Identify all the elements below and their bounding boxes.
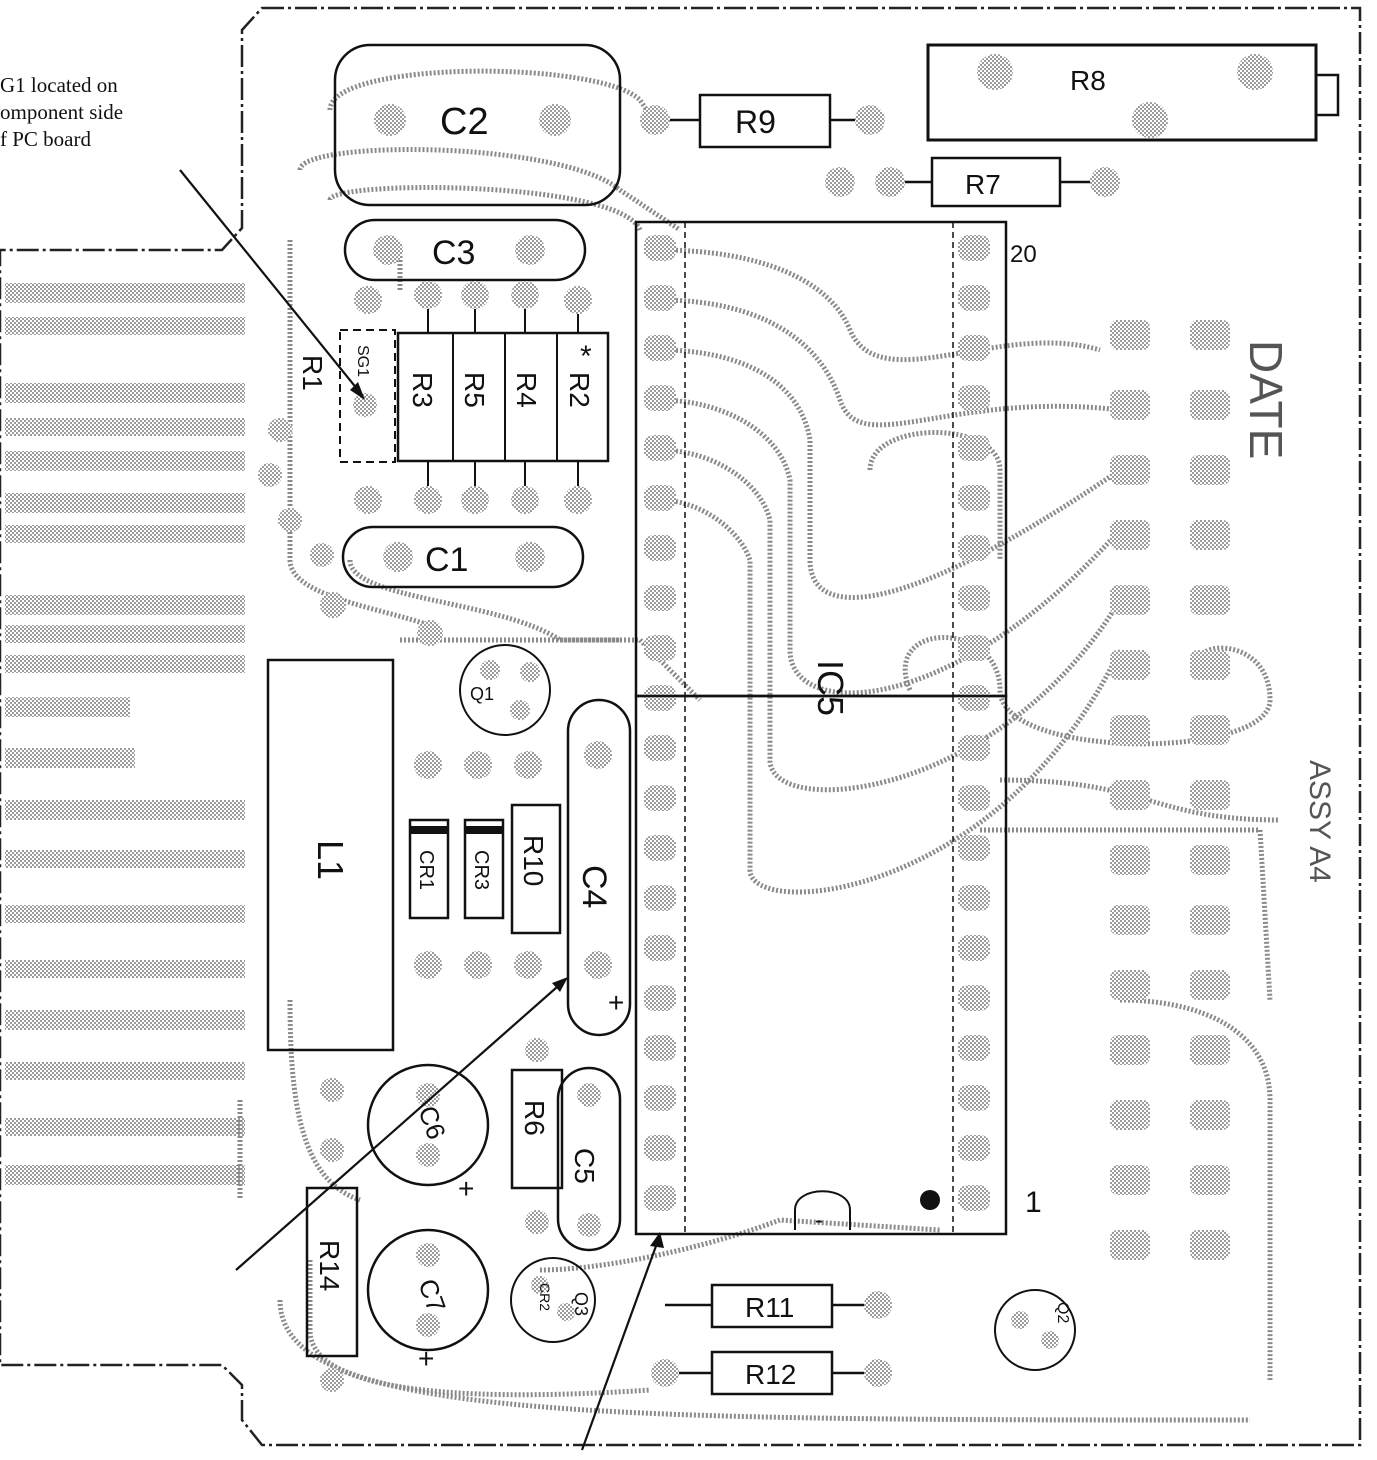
label-q1: Q1 [470, 684, 494, 704]
transistor-q1: Q1 [459, 644, 551, 736]
label-q2: Q2 [1054, 1302, 1071, 1323]
capacitor-c6: C6 + [366, 1063, 490, 1204]
label-minus: - [815, 1207, 823, 1234]
capacitor-c1: C1 [341, 525, 585, 589]
edge-connector-left [5, 283, 245, 1185]
label-star: * [580, 340, 592, 373]
label-c3: C3 [432, 234, 475, 272]
label-sg1: SG1 [354, 345, 371, 377]
sg1-r1-area: SG1 R1 [297, 329, 396, 463]
right-pad-array [1110, 320, 1230, 1260]
label-ic5: IC5 [810, 660, 851, 716]
ic5-chip: IC5 20 [634, 220, 1037, 1211]
note-line-3: f PC board [0, 127, 91, 151]
resistor-r7: R7 [825, 156, 1120, 208]
inductor-l1: L1 [266, 658, 395, 1052]
label-pin20: 20 [1010, 241, 1037, 268]
label-date: DATE [1240, 340, 1292, 459]
resistor-r12: R12 [651, 1350, 892, 1396]
label-r5: R5 [459, 372, 490, 408]
capacitor-c7: C7 + [366, 1228, 490, 1374]
label-r9: R9 [735, 104, 776, 140]
label-c2: C2 [440, 101, 489, 143]
label-assy: ASSY A4 [1303, 760, 1336, 883]
diodes-cr1-cr3: CR1 CR3 R10 [408, 751, 562, 979]
label-r11: R11 [745, 1292, 794, 1323]
label-c4: C4 [575, 865, 613, 908]
leader-lines [179, 169, 662, 1451]
label-cr1: CR1 [415, 850, 437, 890]
misc-pads [258, 418, 443, 646]
label-c7-plus: + [418, 1343, 434, 1374]
label-c7: C7 [412, 1275, 452, 1317]
arrowhead-sg1 [350, 382, 365, 400]
sg1-location-note: G1 located on omponent side f PC board [0, 72, 200, 153]
capacitor-c4: C4 + [566, 698, 632, 1037]
label-r3: R3 [407, 372, 438, 408]
transistor-q2: Q2 [994, 1289, 1076, 1371]
label-r1: R1 [297, 355, 328, 391]
label-c6-plus: + [458, 1173, 474, 1204]
capacitor-c3: C3 [343, 218, 587, 282]
capacitor-c2: C2 [333, 43, 622, 207]
label-pin1: 1 [1025, 1186, 1042, 1219]
label-r12: R12 [745, 1359, 796, 1390]
resistor-r6: R6 [510, 1038, 564, 1234]
label-c4-plus: + [608, 987, 624, 1018]
label-q3: Q3 [571, 1292, 591, 1316]
label-c5: C5 [569, 1148, 600, 1184]
label-r8: R8 [1070, 65, 1106, 96]
label-r10: R10 [518, 835, 549, 886]
diode-cr2: CR2 Q3 [510, 1257, 596, 1343]
label-r4: R4 [511, 372, 542, 408]
note-line-1: G1 located on [0, 73, 118, 97]
arrowhead-ic5 [650, 1232, 664, 1248]
board-outline [0, 6, 1362, 1447]
resistor-r8: R8 [926, 43, 1340, 142]
note-line-2: omponent side [0, 100, 124, 124]
arrowhead-c4 [552, 977, 568, 992]
label-r2: R2 [564, 372, 595, 408]
resistor-r11: R11 [665, 1283, 892, 1329]
resistor-r14: R14 [305, 1078, 359, 1392]
label-cr3: CR3 [470, 850, 492, 890]
resistor-r9: R9 [640, 93, 885, 149]
copper-traces [237, 68, 1281, 1423]
label-r14: R14 [314, 1240, 345, 1291]
resistor-block: R3 R5 R4 R2 * [354, 281, 610, 514]
capacitor-c5: C5 [556, 1066, 622, 1252]
label-l1: L1 [310, 840, 351, 880]
label-c1: C1 [425, 541, 468, 579]
label-cr2: CR2 [537, 1283, 553, 1311]
label-r7: R7 [965, 169, 1001, 200]
label-r6: R6 [519, 1100, 550, 1136]
ic5-lower-frame: 1 - [634, 694, 1042, 1236]
